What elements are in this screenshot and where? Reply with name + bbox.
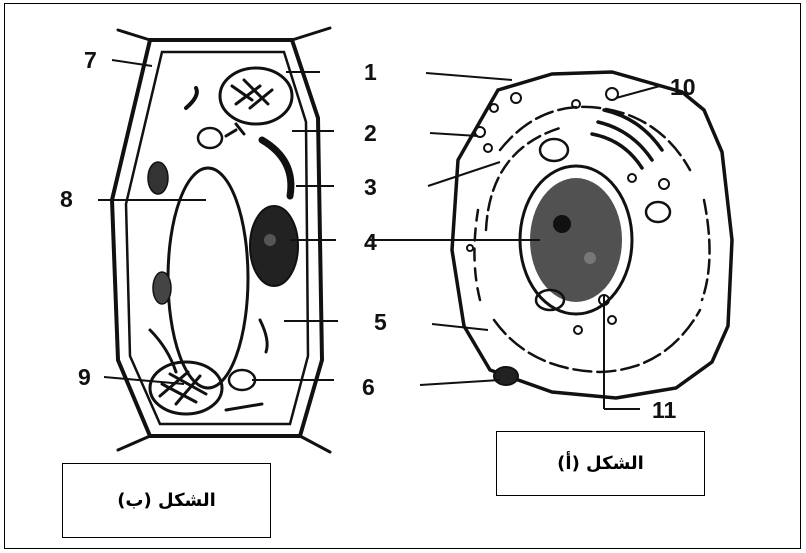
caption-figure-a: الشكل (أ) <box>496 431 705 496</box>
label-2: 2 <box>364 120 377 146</box>
label-7: 7 <box>84 47 97 73</box>
label-4: 4 <box>364 229 377 255</box>
chloroplast-top <box>220 68 292 124</box>
caption-figure-b: الشكل (ب) <box>62 463 271 538</box>
plant-nucleus <box>250 206 298 286</box>
label-9: 9 <box>78 364 91 390</box>
label-11: 11 <box>652 397 677 423</box>
label-3: 3 <box>364 174 377 200</box>
label-6: 6 <box>362 374 375 400</box>
label-5: 5 <box>374 309 387 335</box>
label-1: 1 <box>364 59 377 85</box>
animal-cell <box>452 72 732 398</box>
label-10: 10 <box>670 74 696 100</box>
animal-labels: 10 11 <box>652 74 696 423</box>
label-8: 8 <box>60 186 73 212</box>
